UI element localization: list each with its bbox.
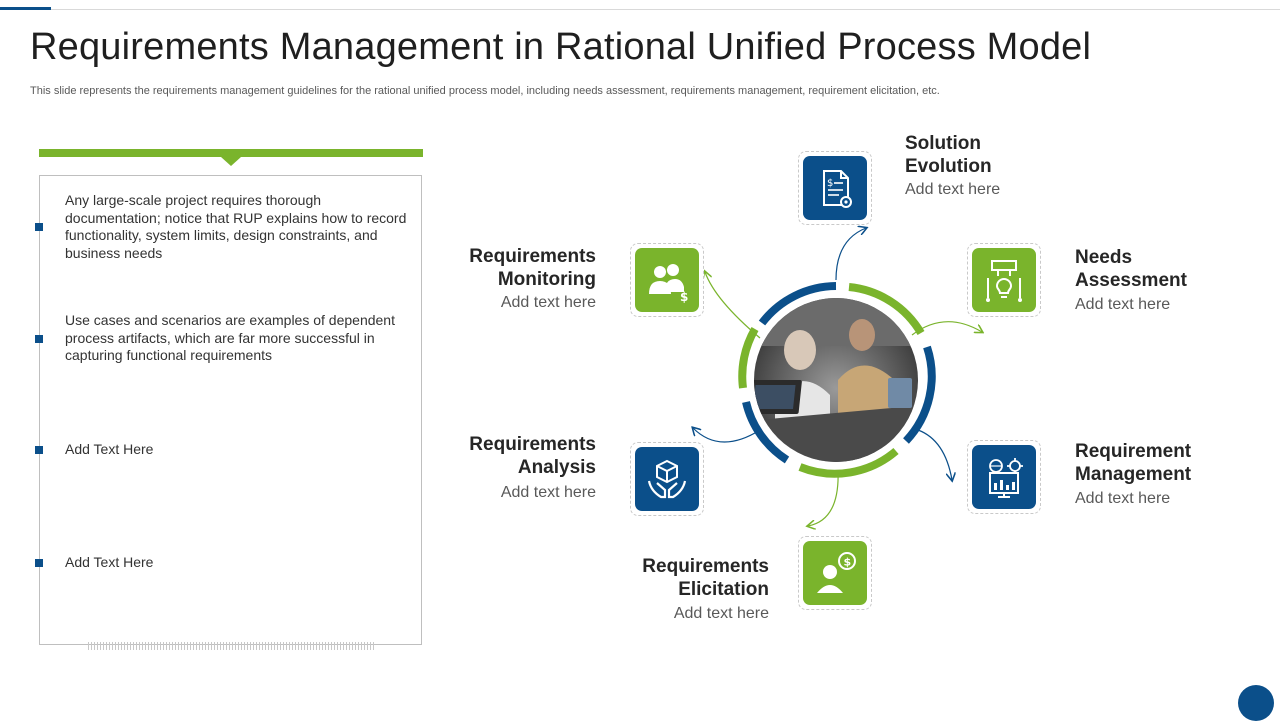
panel-header-bar <box>39 149 423 157</box>
panel-item-4: Add Text Here <box>65 554 154 570</box>
title-line: Analysis <box>517 457 596 478</box>
node-requirement-management <box>967 440 1041 514</box>
document-gear-icon: $ <box>803 156 867 220</box>
hands-box-icon <box>635 447 699 511</box>
node-requirement-management-sub: Add text here <box>1075 490 1171 507</box>
cycle-ring <box>738 282 936 478</box>
node-requirements-elicitation: $ <box>798 536 872 610</box>
svg-text:$: $ <box>844 556 852 569</box>
top-accent-bar <box>0 7 51 10</box>
title-line: Requirements <box>469 434 596 455</box>
title-line: Assessment <box>1075 270 1187 291</box>
node-requirements-monitoring-title: Requirements Monitoring <box>400 245 596 291</box>
title-line: Requirements <box>642 556 769 577</box>
node-solution-evolution-sub: Add text here <box>905 181 1001 198</box>
node-needs-assessment-title: Needs Assessment <box>1075 246 1187 292</box>
node-requirements-analysis <box>630 442 704 516</box>
node-requirements-monitoring-sub: Add text here <box>500 294 596 311</box>
bullet-marker <box>35 446 43 454</box>
title-line: Requirement <box>1075 441 1192 462</box>
title-line: Solution <box>905 133 981 154</box>
node-requirements-analysis-title: Requirements Analysis <box>400 433 596 479</box>
node-solution-evolution: $ <box>798 151 872 225</box>
arrow-to-requirement-management <box>917 429 952 480</box>
title-line: Management <box>1075 464 1192 485</box>
bullet-marker <box>35 559 43 567</box>
panel-item-2: Use cases and scenarios are examples of … <box>65 312 395 364</box>
panel-footer-decoration <box>88 642 374 650</box>
svg-text:$: $ <box>827 178 833 189</box>
node-requirements-elicitation-sub: Add text here <box>673 605 769 622</box>
team-dollar-icon: $ <box>635 248 699 312</box>
top-rule <box>0 9 1280 10</box>
page-subtitle: This slide represents the requirements m… <box>30 85 940 97</box>
bullet-marker <box>35 335 43 343</box>
svg-text:$: $ <box>680 290 688 304</box>
title-line: Monitoring <box>497 269 596 290</box>
arrow-to-requirements-monitoring <box>705 272 761 339</box>
node-solution-evolution-title: Solution Evolution <box>905 132 992 178</box>
person-dollar-icon: $ <box>803 541 867 605</box>
arrow-to-needs-assessment <box>911 321 982 336</box>
node-requirements-monitoring: $ <box>630 243 704 317</box>
title-line: Requirements <box>469 246 596 267</box>
node-needs-assessment-sub: Add text here <box>1075 296 1171 313</box>
node-requirements-analysis-sub: Add text here <box>500 484 596 501</box>
node-needs-assessment <box>967 243 1041 317</box>
arrow-to-requirements-analysis <box>693 428 761 443</box>
panel-header-pointer <box>221 157 241 166</box>
bullet-marker <box>35 223 43 231</box>
panel-item-1: Any large-scale project requires thoroug… <box>65 192 407 261</box>
title-line: Evolution <box>905 156 992 177</box>
title-line: Needs <box>1075 247 1133 268</box>
arrow-to-solution-evolution <box>835 228 866 281</box>
node-requirements-elicitation-title: Requirements Elicitation <box>600 555 769 601</box>
title-line: Elicitation <box>678 579 769 600</box>
page-title: Requirements Management in Rational Unif… <box>30 26 1092 68</box>
lightbulb-machine-icon <box>972 248 1036 312</box>
panel-item-3: Add Text Here <box>65 441 154 457</box>
monitor-globe-icon <box>972 445 1036 509</box>
arrow-to-requirements-elicitation <box>808 469 839 526</box>
corner-circle-decoration <box>1238 685 1274 721</box>
node-requirement-management-title: Requirement Management <box>1075 440 1191 486</box>
